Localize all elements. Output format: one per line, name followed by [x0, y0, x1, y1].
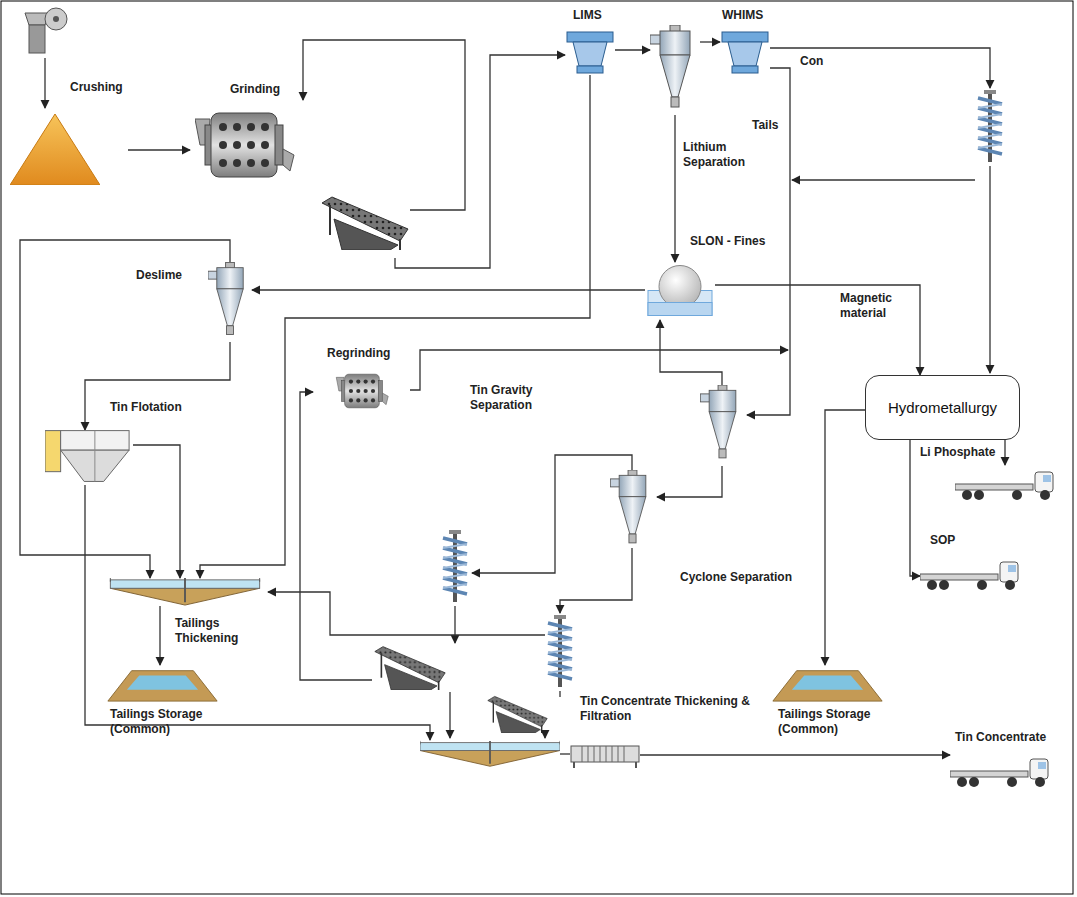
regrind-mill: Regrinding — [315, 370, 410, 412]
equipment-label: Tin Concentrate — [955, 730, 1046, 745]
dam-icon — [105, 665, 220, 703]
cyclone-icon — [208, 262, 252, 342]
flow-connector — [715, 285, 920, 375]
equipment-label: Li Phosphate — [920, 445, 995, 460]
flow-connector — [85, 342, 230, 430]
equipment-label: Regrinding — [327, 346, 390, 361]
hydrocyclone: Cyclone Separation — [610, 470, 655, 550]
stream-label: Tin Gravity Separation — [470, 383, 555, 413]
grinding-mill: Grinding — [190, 100, 415, 258]
unlabeled-equipment — [375, 90, 1002, 733]
pile-icon — [10, 110, 100, 185]
equipment-label: Tin Concentrate Thickening & Filtration — [580, 694, 750, 724]
flow-connector — [825, 410, 865, 665]
tailings-dam: Tailings Storage (Common) — [105, 665, 220, 703]
flow-connector — [159, 606, 160, 665]
slon-separator: SLON - Fines — [645, 262, 715, 318]
equipment-label: Tailings Storage (Common) — [110, 707, 220, 737]
equipment-label: SLON - Fines — [690, 234, 765, 249]
equipment-label: Cyclone Separation — [680, 570, 792, 585]
equipment-label: SOP — [930, 533, 955, 548]
equipment-label: Tin Flotation — [110, 400, 182, 415]
stream-label: Con — [800, 54, 823, 69]
thickener: Tailings Thickening — [105, 578, 265, 606]
magnetic-separator: LIMS — [565, 30, 615, 75]
thick-icon — [105, 578, 265, 606]
process-lines — [45, 40, 990, 754]
flow-connector — [700, 41, 720, 42]
flow-connector — [1004, 440, 1005, 465]
equipment-label: Deslime — [136, 268, 182, 283]
flow-connector — [133, 445, 180, 578]
equipment-label: Tailings Thickening — [175, 616, 265, 646]
crusher-icon — [23, 5, 68, 55]
equipment-label: Grinding — [230, 82, 280, 97]
screen-icon — [320, 195, 410, 250]
stream-label: Tails — [752, 118, 778, 133]
flow-connector — [615, 49, 650, 50]
filter-icon — [570, 742, 640, 768]
mill-icon — [315, 370, 410, 412]
mims-icon — [720, 30, 770, 75]
product-truck: Tin Concentrate — [950, 752, 1050, 794]
equipment-label: LIMS — [573, 8, 602, 23]
flow-connector — [640, 754, 950, 755]
flow-connector — [20, 240, 230, 578]
hydrocyclone: Lithium Separation — [650, 25, 700, 115]
product-truck: SOP — [920, 555, 1020, 597]
cyclone-icon — [610, 470, 655, 550]
flow-connector — [128, 149, 190, 150]
flow-connector — [252, 289, 645, 290]
flotation-cell: Tin Flotation — [45, 430, 133, 485]
slon-icon — [645, 262, 715, 318]
cyclone-icon — [650, 25, 700, 115]
product-truck: Li Phosphate — [955, 465, 1055, 507]
flow-connector — [674, 115, 675, 262]
mims-icon — [565, 30, 615, 75]
mill-icon — [195, 105, 295, 185]
equipment-label: Crushing — [70, 80, 123, 95]
equipment-label: Lithium Separation — [683, 140, 755, 170]
truck-icon — [950, 752, 1050, 794]
float-icon — [45, 430, 133, 485]
tailings-dam: Tailings Storage (Common) — [770, 665, 885, 703]
flow-connector — [395, 55, 565, 268]
flow-connector — [910, 440, 920, 576]
crusher-stockpile: Crushing — [10, 5, 128, 190]
flow-connector — [85, 485, 430, 740]
process-box: Hydrometallurgy — [865, 375, 1020, 440]
thick-icon — [420, 740, 560, 768]
dam-icon — [770, 665, 885, 703]
process-label: Hydrometallurgy — [888, 399, 997, 416]
truck-icon — [955, 465, 1055, 507]
thickener-filter: Tin Concentrate Thickening & Filtration — [420, 740, 640, 770]
truck-icon — [920, 555, 1020, 597]
equipment-label: WHIMS — [722, 8, 763, 23]
edge-label: Magnetic material — [838, 291, 904, 321]
connector-layer — [20, 42, 1005, 755]
equipment-label: Tailings Storage (Common) — [778, 707, 888, 737]
magnetic-separator: WHIMS — [720, 30, 770, 75]
hydrocyclone: Deslime — [208, 262, 252, 342]
